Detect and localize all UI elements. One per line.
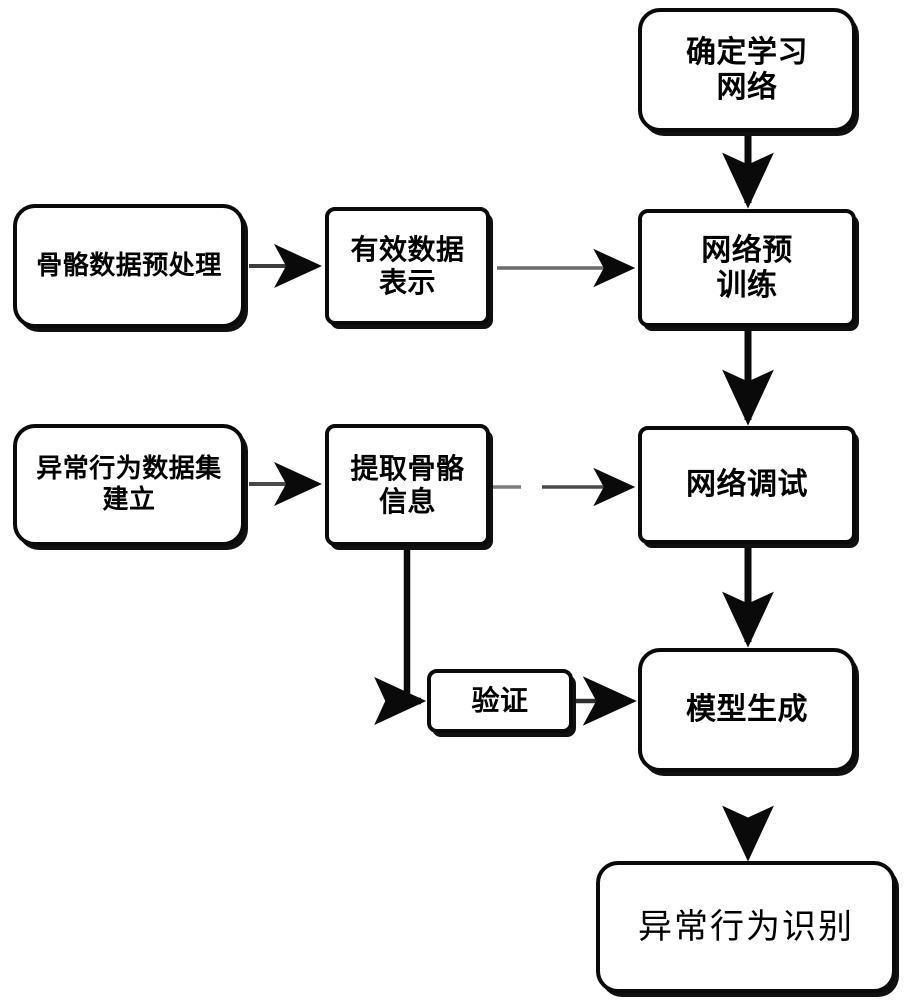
node-label: 验证	[471, 684, 529, 718]
node-label: 网络调试	[686, 467, 808, 503]
node-label: 异常行为数据集 建立	[36, 454, 222, 515]
node-model-generation[interactable]: 模型生成	[638, 648, 856, 772]
node-label: 网络预 训练	[701, 232, 793, 303]
node-network-debugging[interactable]: 网络调试	[638, 426, 856, 544]
node-abnormal-behavior-recognition[interactable]: 异常行为识别	[596, 861, 896, 993]
node-network-pretraining[interactable]: 网络预 训练	[638, 209, 856, 327]
node-skeleton-data-preprocessing[interactable]: 骨骼数据预处理	[13, 204, 245, 328]
node-extract-skeleton-information[interactable]: 提取骨骼 信息	[325, 424, 490, 546]
node-label: 提取骨骼 信息	[350, 451, 465, 518]
node-label: 模型生成	[686, 692, 808, 728]
node-label: 有效数据 表示	[350, 232, 465, 299]
edge-extract-to-validation	[374, 547, 427, 726]
node-valid-data-representation[interactable]: 有效数据 表示	[325, 207, 490, 325]
node-validation[interactable]: 验证	[427, 669, 573, 733]
node-label: 骨骼数据预处理	[36, 250, 222, 281]
node-abnormal-behavior-dataset-creation[interactable]: 异常行为数据集 建立	[13, 424, 245, 546]
node-label: 确定学习 网络	[686, 34, 808, 105]
node-determine-learning-network[interactable]: 确定学习 网络	[638, 8, 856, 132]
node-label: 异常行为识别	[638, 906, 854, 947]
